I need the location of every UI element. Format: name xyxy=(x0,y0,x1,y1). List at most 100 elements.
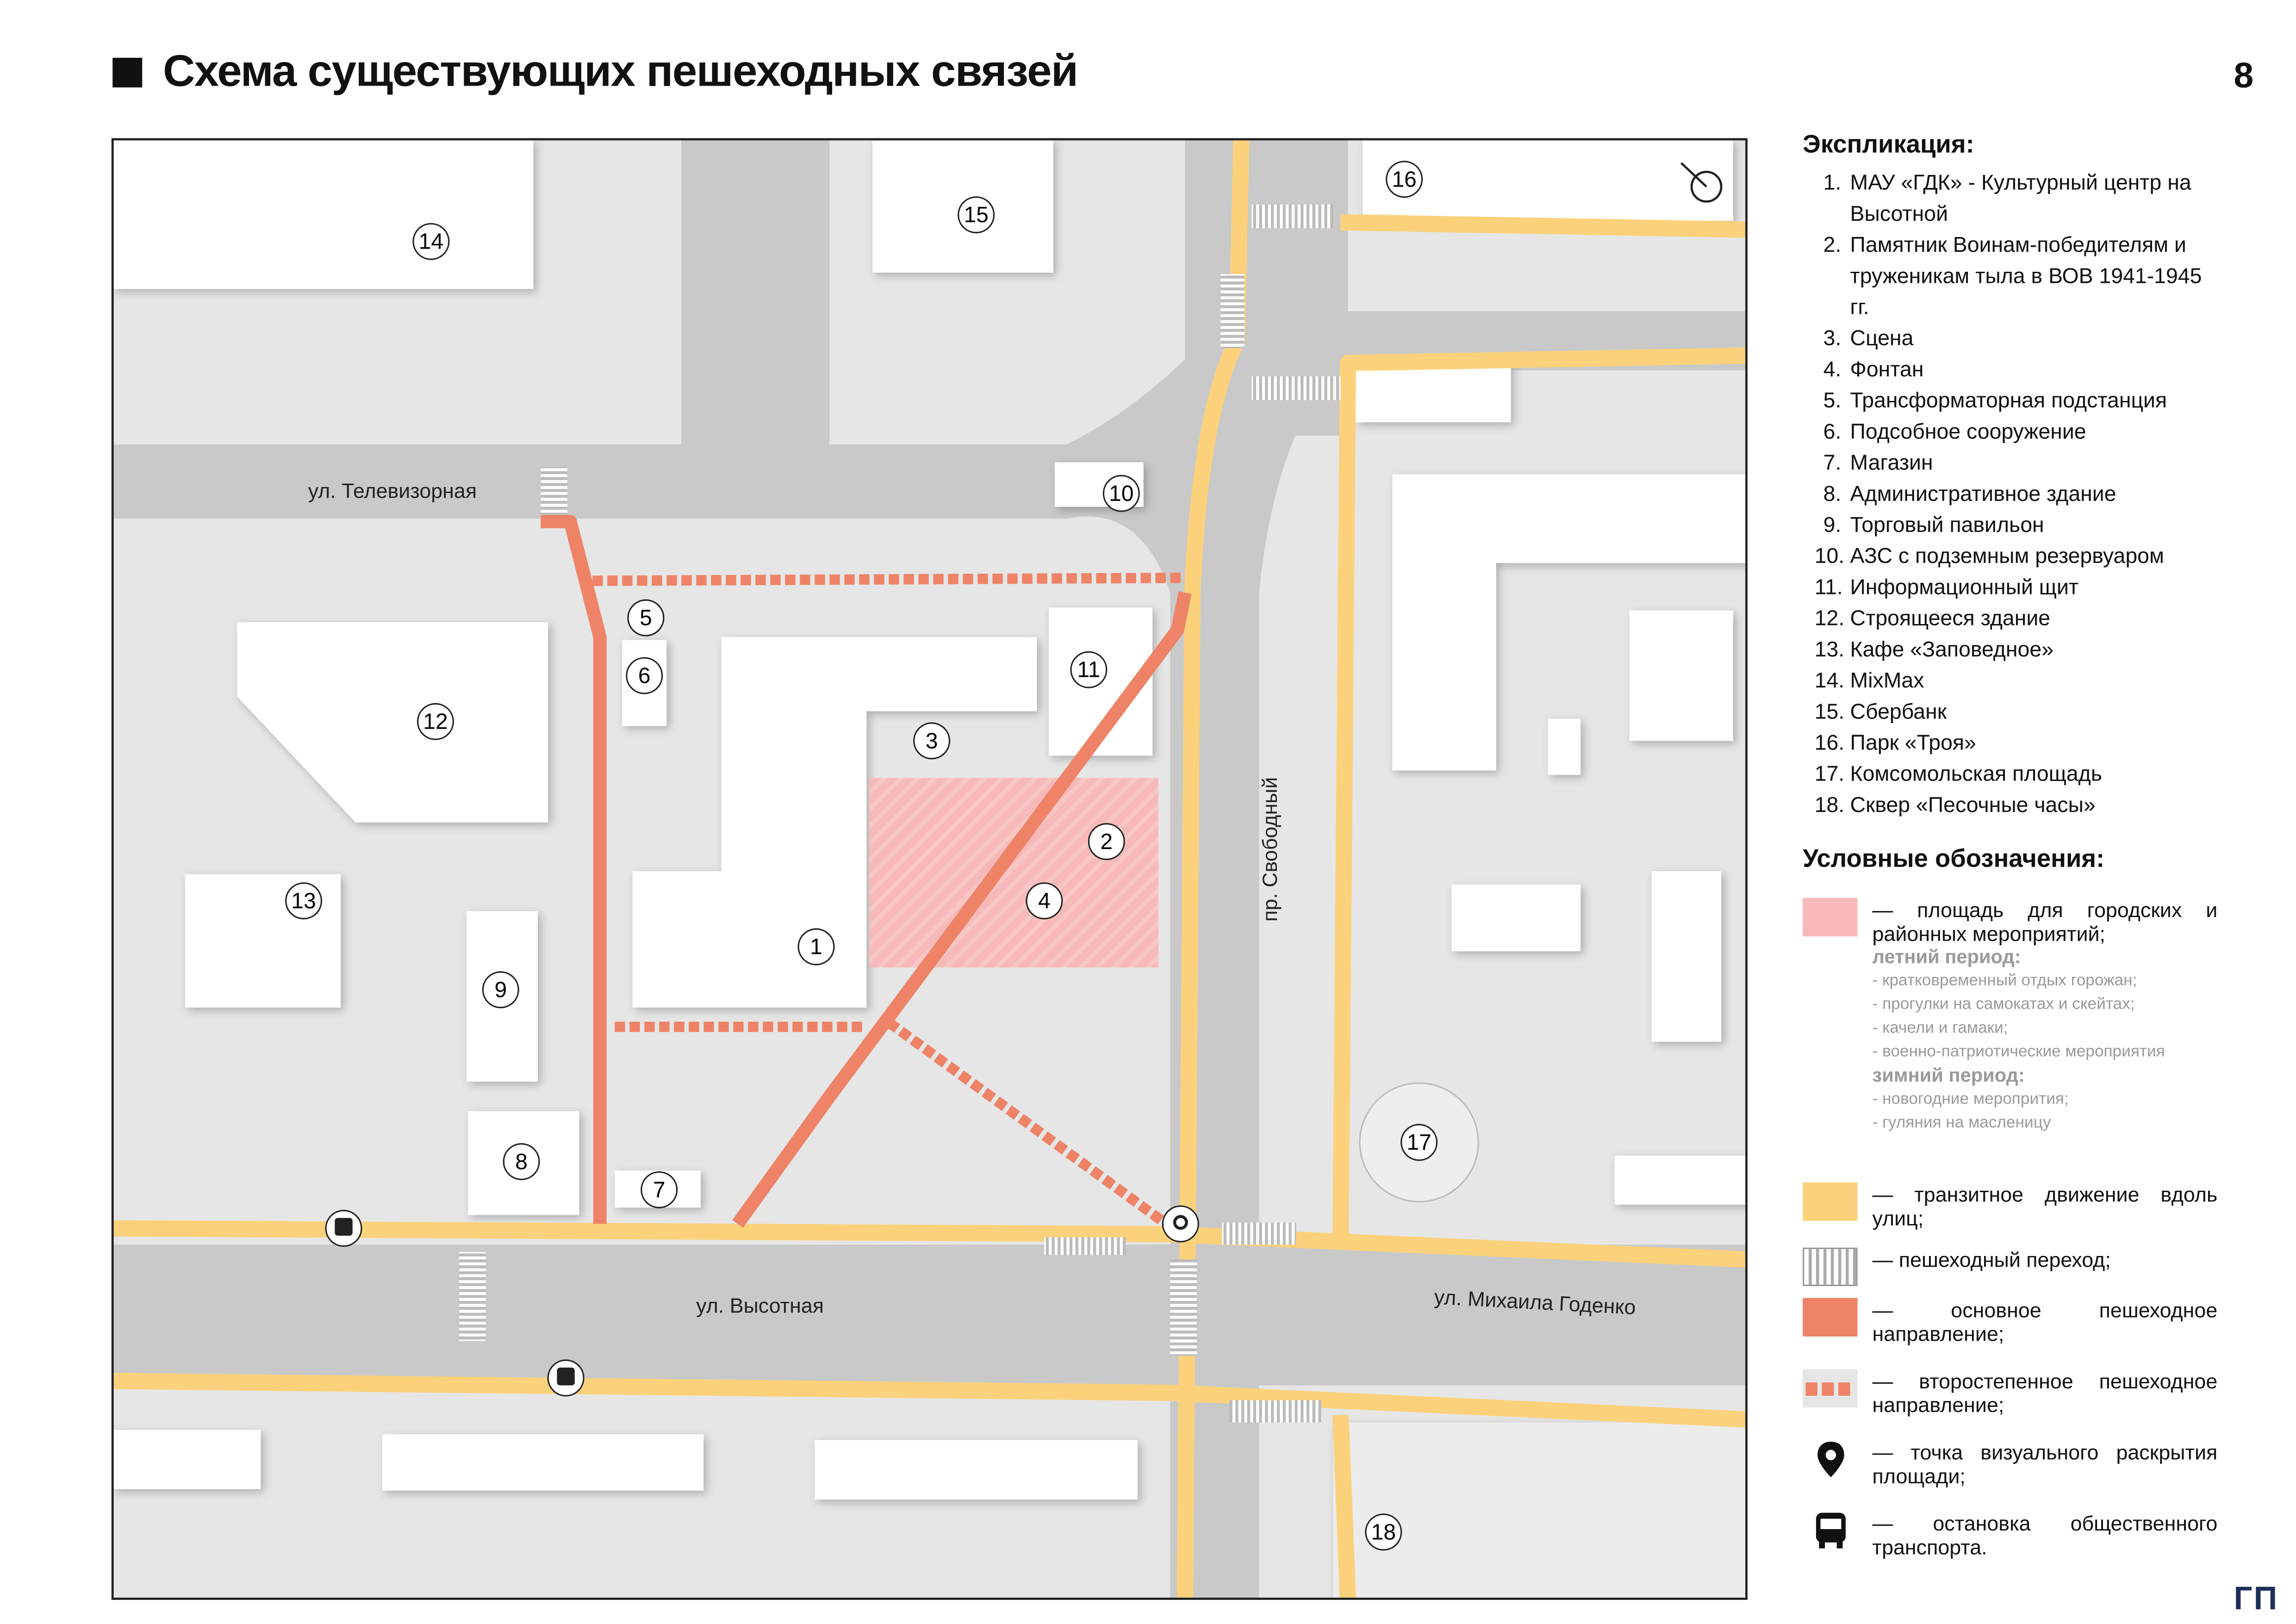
item-text: Кафе «Заповедное» xyxy=(1850,638,2053,662)
event-area xyxy=(869,778,1158,968)
item-number: 2. xyxy=(1823,234,1842,258)
marker-16: 16 xyxy=(1386,161,1423,198)
bus-stop-icon xyxy=(325,1210,362,1247)
main-path-swatch xyxy=(1803,1298,1858,1337)
svg-text:2: 2 xyxy=(1100,830,1113,854)
svg-text:15: 15 xyxy=(964,203,989,227)
explication-item: 14.MixMax xyxy=(1815,667,2218,698)
marker-4: 4 xyxy=(1026,882,1063,919)
item-number: 10. xyxy=(1814,545,1845,569)
svg-text:5: 5 xyxy=(640,606,652,631)
legend-crosswalk: — пешеходный переход; xyxy=(1803,1247,2217,1287)
item-text: Информационный щит xyxy=(1850,576,2079,600)
marker-6: 6 xyxy=(626,657,663,694)
item-number: 7. xyxy=(1823,452,1842,476)
legend-label: — пешеходный переход; xyxy=(1872,1247,2111,1272)
svg-text:13: 13 xyxy=(291,889,316,913)
item-number: 4. xyxy=(1823,358,1842,382)
item-number: 11. xyxy=(1814,576,1843,600)
summer-item: - военно-патриотические мероприятия xyxy=(1872,1043,2165,1061)
item-number: 15. xyxy=(1814,700,1845,725)
marker-17: 17 xyxy=(1400,1124,1438,1161)
explication-item: 2.Памятник Воинам-победителям и труженик… xyxy=(1815,231,2218,325)
explication-item: 10.АЗС с подземным резервуаром xyxy=(1815,542,2218,573)
main-pedestrian-paths xyxy=(541,515,1192,1228)
legend-bus-stop: — остановка общественного транспорта. xyxy=(1803,1512,2217,1559)
page-number: 8 xyxy=(2234,56,2254,97)
marker-15: 15 xyxy=(958,196,995,234)
marker-18: 18 xyxy=(1365,1513,1402,1551)
crosswalks xyxy=(459,204,1341,1423)
marker-7: 7 xyxy=(641,1171,678,1209)
marker-1: 1 xyxy=(797,928,835,966)
legend-label: — транзитное движение вдоль улиц; xyxy=(1872,1182,2218,1230)
item-number: 18. xyxy=(1814,794,1845,818)
item-text: Магазин xyxy=(1850,452,1933,476)
svg-text:3: 3 xyxy=(926,729,938,753)
svg-text:10: 10 xyxy=(1109,481,1133,506)
svg-text:9: 9 xyxy=(494,978,507,1002)
item-text: Фонтан xyxy=(1850,358,1924,382)
legend-heading: Условные обозначения: xyxy=(1803,844,2105,873)
title-text: Схема существующих пешеходных связей xyxy=(163,47,1078,97)
explication-item: 3. Сцена xyxy=(1815,325,2218,356)
item-number: 12. xyxy=(1814,607,1845,631)
event-area-swatch xyxy=(1803,898,1858,937)
legend-label: — точка визуального раскрытия площади; xyxy=(1872,1440,2218,1488)
marker-10: 10 xyxy=(1102,475,1140,512)
svg-text:12: 12 xyxy=(423,710,448,734)
winter-heading: зимний период: xyxy=(1872,1064,2025,1087)
legend-label: — основное пешеходное направление; xyxy=(1872,1298,2218,1346)
explication-heading: Экспликация: xyxy=(1803,130,1974,159)
explication-item: 5.Трансформаторная подстанция xyxy=(1815,387,2218,418)
svg-text:6: 6 xyxy=(638,663,651,688)
item-number: 14. xyxy=(1814,669,1845,693)
bus-stop-icon xyxy=(547,1359,585,1397)
legend-label: — остановка общественного транспорта. xyxy=(1872,1511,2218,1559)
location-pin-icon xyxy=(1803,1440,1857,1479)
marker-3: 3 xyxy=(913,722,951,760)
item-number: 13. xyxy=(1814,638,1845,662)
roads xyxy=(112,139,1747,1599)
logo: ГП xyxy=(2234,1579,2279,1617)
summer-heading: летний период: xyxy=(1872,945,2021,968)
marker-14: 14 xyxy=(412,223,450,260)
item-number: 5. xyxy=(1823,389,1842,413)
street-vysotnaya: ул. Высотная xyxy=(696,1294,824,1318)
explication: Экспликация: 1.МАУ «ГДК» - Культурный це… xyxy=(1803,131,2217,823)
item-number: 16. xyxy=(1814,732,1845,756)
marker-12: 12 xyxy=(417,703,454,740)
item-text: MixMax xyxy=(1850,669,1924,693)
transit-paths xyxy=(112,139,1747,1599)
legend-event-area: — площадь для городских и районных мероп… xyxy=(1803,898,2217,1135)
legend-main-path: — основное пешеходное направление; xyxy=(1803,1298,2217,1345)
explication-item: 7. Магазин xyxy=(1815,449,2218,480)
bicycle-icon xyxy=(1680,162,1723,203)
marker-5: 5 xyxy=(627,599,665,637)
explication-item: 1.МАУ «ГДК» - Культурный центр на Высотн… xyxy=(1815,169,2218,231)
item-text: Строящееся здание xyxy=(1850,607,2051,631)
item-text: Комсомольская площадь xyxy=(1850,763,2102,787)
legend-viewpoint: — точка визуального раскрытия площади; xyxy=(1803,1440,2217,1487)
svg-text:16: 16 xyxy=(1392,167,1416,192)
item-text: Административное здание xyxy=(1850,483,2116,507)
crosswalk-swatch xyxy=(1803,1247,1858,1287)
svg-text:8: 8 xyxy=(515,1149,528,1174)
explication-item: 12.Строящееся здание xyxy=(1815,605,2218,636)
explication-item: 18.Сквер «Песочные часы» xyxy=(1815,791,2218,822)
object-markers: 1 2 3 4 5 6 7 8 9 10 11 12 13 14 15 16 1… xyxy=(285,161,1438,1551)
item-text: Подсобное сооружение xyxy=(1850,420,2086,445)
title-square-icon xyxy=(112,57,143,87)
explication-item: 6.Подсобное сооружение xyxy=(1815,418,2218,449)
item-number: 3. xyxy=(1823,327,1842,351)
bus-icon xyxy=(1803,1512,1857,1550)
item-text: Сцена xyxy=(1850,327,1914,351)
explication-item: 4. Фонтан xyxy=(1815,356,2218,387)
map-frame xyxy=(111,138,1748,1600)
item-number: 9. xyxy=(1823,514,1842,538)
item-text: АЗС с подземным резервуаром xyxy=(1850,545,2164,569)
explication-item: 9.Торговый павильон xyxy=(1815,511,2218,542)
explication-item: 13.Кафе «Заповедное» xyxy=(1815,636,2218,667)
